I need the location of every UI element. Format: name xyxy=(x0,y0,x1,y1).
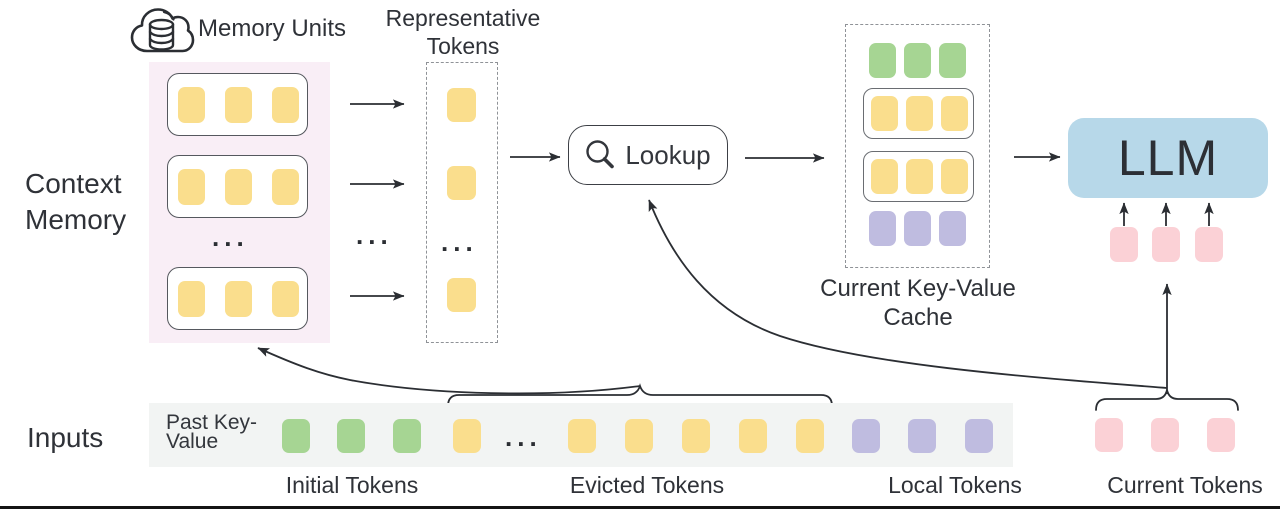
memory-token xyxy=(225,86,252,123)
memory-token xyxy=(178,168,205,205)
llm-label: LLM xyxy=(1117,130,1219,186)
evicted-ellipsis: ... xyxy=(505,422,542,452)
representative-tokens-label: Representative Tokens xyxy=(385,5,541,59)
memory-token xyxy=(225,280,252,317)
lookup-label: Lookup xyxy=(625,139,711,170)
current-token xyxy=(1095,418,1123,452)
memory-token xyxy=(225,168,252,205)
memory-token xyxy=(272,168,299,205)
llm-input-token xyxy=(1195,227,1223,262)
cache-green-token xyxy=(904,43,931,78)
llm-input-token xyxy=(1152,227,1180,262)
local-token xyxy=(908,419,936,453)
search-icon xyxy=(586,139,615,168)
evicted-token xyxy=(568,419,596,453)
mid-ellipsis: ... xyxy=(356,220,393,250)
cache-yellow-token xyxy=(941,96,968,131)
evicted-token xyxy=(453,419,481,453)
current-token xyxy=(1207,418,1235,452)
cache-purple-token xyxy=(939,211,966,246)
evicted-token xyxy=(739,419,767,453)
representative-token xyxy=(447,166,476,200)
memory-units-label: Memory Units xyxy=(198,15,347,42)
current-tokens-brace xyxy=(1095,389,1239,411)
inputs-label: Inputs xyxy=(27,422,104,453)
representative-ellipsis: ... xyxy=(441,227,478,257)
evicted-tokens-label: Evicted Tokens xyxy=(569,472,725,498)
local-token xyxy=(965,419,993,453)
current-kv-cache-label: Current Key-Value Cache xyxy=(820,275,1016,332)
cache-yellow-token xyxy=(906,159,933,194)
context-memory-label: Context Memory xyxy=(25,168,127,235)
representative-token xyxy=(447,88,476,122)
initial-token xyxy=(282,419,310,453)
llm-input-token xyxy=(1110,227,1138,262)
lookup-button: Lookup xyxy=(568,125,728,185)
current-token xyxy=(1151,418,1179,452)
cache-green-token xyxy=(939,43,966,78)
evicted-token xyxy=(625,419,653,453)
cache-purple-token xyxy=(869,211,896,246)
memory-unit-row xyxy=(167,73,308,136)
past-key-value-label: Past Key-Value xyxy=(166,411,258,453)
llm-box: LLM xyxy=(1068,118,1268,198)
current-kv-cache-box xyxy=(845,24,990,268)
cache-yellow-token xyxy=(871,96,898,131)
memory-token xyxy=(178,280,205,317)
memory-unit-row xyxy=(167,267,308,330)
memory-cloud-icon xyxy=(130,8,195,53)
cache-yellow-token xyxy=(871,159,898,194)
initial-token xyxy=(337,419,365,453)
memory-token xyxy=(178,86,205,123)
cache-unit-row xyxy=(863,88,974,139)
representative-tokens-box: ... xyxy=(426,62,498,343)
evicted-to-context-memory-arrow xyxy=(257,347,641,395)
cache-green-token xyxy=(869,43,896,78)
cache-purple-token xyxy=(904,211,931,246)
initial-token xyxy=(393,419,421,453)
cache-yellow-token xyxy=(941,159,968,194)
memory-unit-row xyxy=(167,155,308,218)
context-memory-box: ... xyxy=(149,62,330,343)
local-token xyxy=(852,419,880,453)
evicted-token xyxy=(682,419,710,453)
cache-yellow-token xyxy=(906,96,933,131)
local-tokens-label: Local Tokens xyxy=(888,472,1022,498)
current-tokens-label: Current Tokens xyxy=(1107,472,1263,498)
cache-unit-row xyxy=(863,151,974,202)
bottom-rule xyxy=(0,506,1280,509)
memory-token xyxy=(272,280,299,317)
evicted-token xyxy=(796,419,824,453)
memory-token xyxy=(272,86,299,123)
memory-ellipsis: ... xyxy=(212,222,249,252)
initial-tokens-label: Initial Tokens xyxy=(285,472,419,498)
representative-token xyxy=(447,278,476,312)
